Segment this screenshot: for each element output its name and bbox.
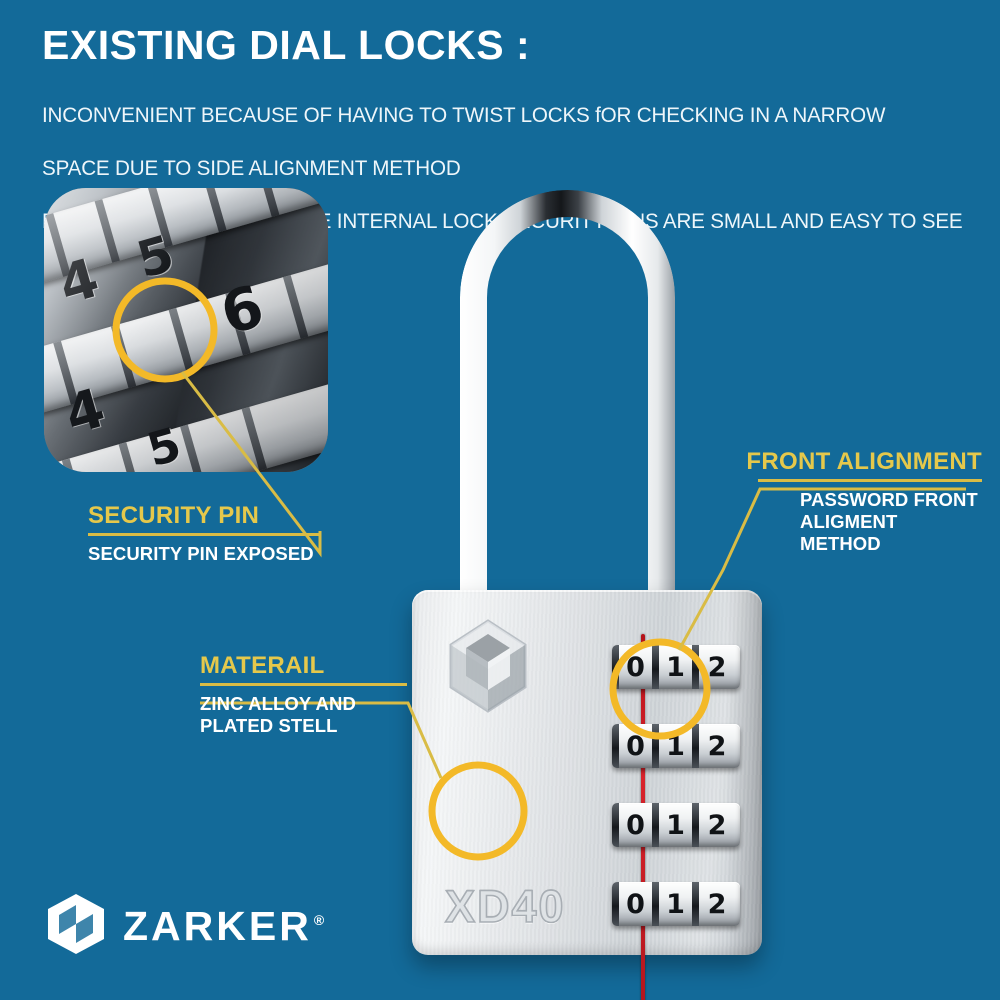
dial-separator [612, 645, 619, 689]
dial-wheel-2[interactable]: 0 1 2 [612, 724, 740, 768]
dial-separator [692, 803, 699, 847]
dial-separator [692, 882, 699, 926]
callout-front-alignment: FRONT ALIGNMENT PASSWORD FRONT ALIGMENT … [742, 449, 982, 555]
dial-wheel-1[interactable]: 0 1 2 [612, 645, 740, 689]
page-title: EXISTING DIAL LOCKS : [42, 22, 531, 68]
padlock-shackle [460, 190, 675, 630]
dial-1-digit-1: 1 [666, 651, 685, 683]
subcopy-line-1: INCONVENIENT BECAUSE OF HAVING TO TWIST … [42, 102, 886, 127]
dial-3-digit-2: 2 [707, 809, 727, 841]
dial-separator [652, 724, 659, 768]
dial-2-digit-0: 0 [626, 730, 645, 762]
dial-separator [612, 724, 619, 768]
dial-1-digit-0: 0 [626, 651, 645, 683]
dial-wheel-3[interactable]: 0 1 2 [612, 803, 740, 847]
dial-separator [652, 803, 659, 847]
dial-3-digit-1: 1 [666, 809, 685, 841]
callout-front-alignment-rule [758, 479, 982, 482]
zarker-diamond-icon [47, 893, 105, 960]
brand-name-text: ZARKER [123, 903, 312, 949]
dial-separator [612, 803, 619, 847]
embossed-zarker-diamond-icon [448, 618, 528, 714]
callout-front-alignment-body: PASSWORD FRONT ALIGMENT METHOD [800, 489, 978, 554]
callout-security-pin-rule [88, 533, 320, 536]
callout-security-pin: SECURITY PIN SECURITY PIN EXPOSED [88, 503, 320, 565]
dial-separator [692, 645, 699, 689]
dial-2-digit-2: 2 [707, 730, 727, 762]
dial-separator [692, 724, 699, 768]
callout-material-rule [200, 683, 407, 686]
dial-2-digit-1: 1 [666, 730, 685, 762]
callout-material-title: MATERAIL [200, 652, 325, 679]
dial-separator [612, 882, 619, 926]
brand-wordmark: ZARKER® [123, 903, 324, 950]
callout-security-pin-title: SECURITY PIN [88, 502, 260, 529]
callout-material: MATERAIL ZINC ALLOY AND PLATED STELL [200, 653, 430, 737]
callout-security-pin-body: SECURITY PIN EXPOSED [88, 543, 314, 564]
dial-3-digit-0: 0 [626, 809, 645, 841]
subcopy-line-2: SPACE DUE TO SIDE ALIGNMENT METHOD [42, 155, 461, 180]
model-number-embossed: XD40 [444, 880, 566, 933]
callout-material-body: ZINC ALLOY AND PLATED STELL [200, 693, 356, 736]
dial-wheel-4[interactable]: 0 1 2 [612, 882, 740, 926]
dial-1-digit-2: 2 [707, 651, 727, 683]
padlock-product-image: XD40 0 1 2 0 1 2 0 1 2 [400, 190, 770, 1000]
inset-photo-dial-closeup: 4 5 6 4 5 [44, 188, 328, 472]
registered-trademark-symbol: ® [313, 912, 325, 929]
brand-lockup: ZARKER® [47, 893, 324, 960]
dial-4-digit-1: 1 [666, 888, 685, 920]
dial-4-digit-2: 2 [707, 888, 727, 920]
callout-front-alignment-title: FRONT ALIGNMENT [746, 448, 982, 475]
dial-4-digit-0: 0 [626, 888, 645, 920]
dial-separator [652, 882, 659, 926]
dial-separator [652, 645, 659, 689]
